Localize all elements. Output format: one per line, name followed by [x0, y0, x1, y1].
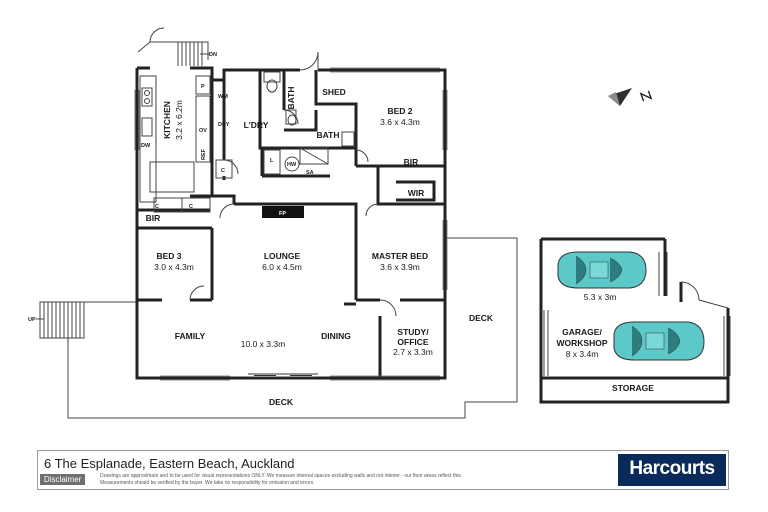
cupboard-label-2: C: [155, 204, 159, 210]
kitchen-label: KITCHEN: [162, 101, 172, 139]
study-dims: 2.7 x 3.3m: [393, 347, 433, 357]
deck-outline: [67, 237, 518, 419]
wir-label: WIR: [408, 188, 425, 198]
lounge-label: LOUNGE: [264, 251, 301, 261]
footer: 6 The Esplanade, Eastern Beach, Auckland…: [37, 450, 729, 490]
storage-label: STORAGE: [612, 383, 654, 393]
property-address: 6 The Esplanade, Eastern Beach, Auckland: [44, 456, 295, 471]
sliding-door: [248, 373, 318, 378]
dn-label: DN: [209, 52, 217, 58]
fireplace: [262, 206, 304, 218]
interior-walls: [137, 68, 445, 378]
cupboard-label-1: C: [221, 168, 225, 174]
entry-deck: DN: [137, 41, 217, 66]
harcourts-logo: Harcourts: [618, 454, 726, 486]
dryer-label: DRY: [218, 122, 230, 128]
windows: [134, 67, 448, 381]
office-label: OFFICE: [397, 337, 428, 347]
pantry-label: P: [201, 84, 205, 90]
lounge-dims: 6.0 x 4.5m: [262, 262, 302, 272]
carport-dims: 5.3 x 3m: [584, 292, 617, 302]
deck-right-label: DECK: [469, 313, 494, 323]
bed2-dims: 3.6 x 4.3m: [380, 117, 420, 127]
disclaimer-line-1: Drawings are approximate and to be used …: [100, 473, 463, 479]
laundry-label: L'DRY: [244, 120, 269, 130]
bed3-label: BED 3: [156, 251, 181, 261]
bed3-bir-label: BIR: [146, 213, 161, 223]
bed2-label: BED 2: [387, 106, 412, 116]
garage-label: GARAGE/: [562, 327, 602, 337]
study-label: STUDY/: [397, 327, 429, 337]
garage-dims: 8 x 3.4m: [566, 349, 599, 359]
hot-water-label: HW: [287, 162, 297, 168]
family-dims: 10.0 x 3.3m: [241, 339, 285, 349]
shed-label: SHED: [322, 87, 346, 97]
workshop-label: WORKSHOP: [557, 338, 608, 348]
oven-label: OV: [199, 128, 207, 134]
up-label: UP: [28, 317, 36, 323]
small-bath-label: BATH: [286, 87, 296, 110]
master-bed-label: MASTER BED: [372, 251, 428, 261]
garage-structure: [539, 237, 731, 404]
bath-label: BATH: [317, 130, 340, 140]
kitchen-fixtures: [139, 75, 233, 213]
car-top-icon: [557, 251, 647, 289]
north-arrow-icon: [608, 88, 653, 106]
kitchen-dims: 3.2 x 6.2m: [174, 100, 184, 140]
fireplace-label: FP: [279, 211, 286, 217]
bed2-bir-label: BIR: [404, 157, 419, 167]
bathroom-fixtures: [263, 71, 355, 175]
bed3-dims: 3.0 x 4.3m: [154, 262, 194, 272]
disclaimer-line-2: Measurements should be verified by the b…: [100, 480, 315, 486]
left-stairs: UP: [28, 301, 85, 339]
cupboard-label-3: C: [189, 204, 193, 210]
car-bottom-icon: [613, 321, 705, 361]
dining-label: DINING: [321, 331, 351, 341]
linen-label: L: [270, 158, 274, 164]
washing-machine-label: WM: [218, 94, 228, 100]
master-bed-dims: 3.6 x 3.9m: [380, 262, 420, 272]
fridge-label: REF: [201, 148, 207, 160]
family-label: FAMILY: [175, 331, 206, 341]
dishwasher-label: DW: [141, 143, 151, 149]
sa-label: SA: [306, 170, 314, 176]
deck-bottom-label: DECK: [269, 397, 294, 407]
disclaimer-tag: Disclaimer: [40, 474, 86, 485]
